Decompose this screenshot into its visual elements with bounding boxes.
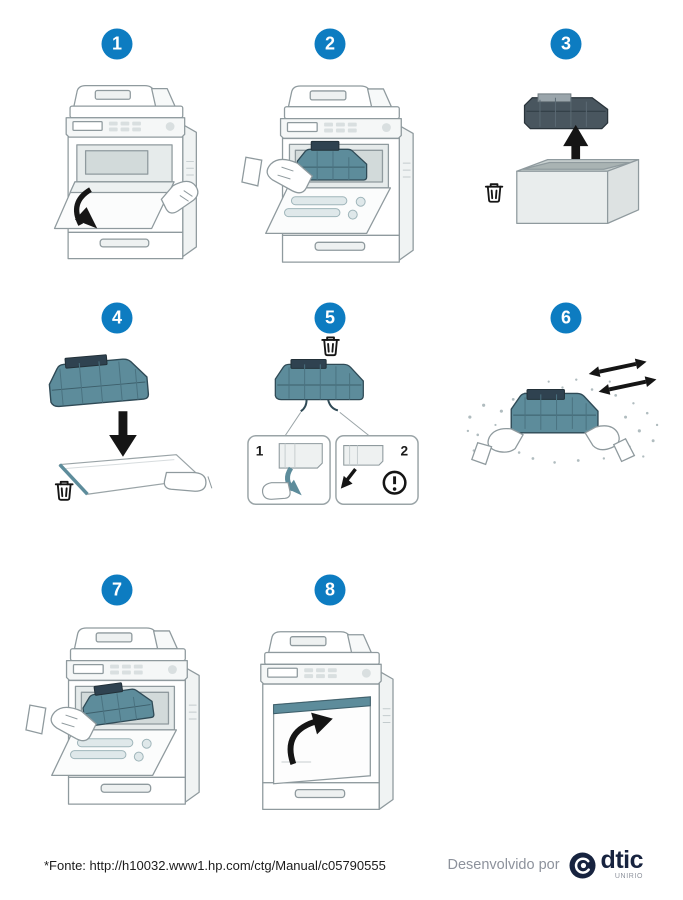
toner-cartridge: [82, 682, 155, 727]
panel-2-label: 2: [400, 443, 408, 458]
detail-panel-2: 2: [335, 435, 419, 505]
developer-credit: Desenvolvido por dtic UNIRIO: [447, 845, 644, 882]
trash-icon: [321, 336, 340, 357]
control-panel-buttons: [324, 122, 391, 133]
packaging-box: [516, 158, 640, 225]
hand: [261, 482, 291, 500]
detail-panel-1: 1: [247, 435, 331, 505]
toner-speckles: [466, 378, 659, 464]
close-direction-arrow: [287, 712, 333, 765]
step-5-illustration: 1 2: [246, 336, 420, 517]
step-7-badge: 7: [101, 574, 133, 606]
control-panel-buttons: [304, 668, 371, 679]
toner-cartridge: [296, 140, 368, 181]
source-note: *Fonte: http://h10032.www1.hp.com/ctg/Ma…: [44, 858, 386, 873]
hand: [25, 704, 98, 742]
door-rollers: [70, 738, 152, 762]
control-panel-buttons: [110, 664, 177, 675]
toner-cartridge: [274, 359, 364, 413]
step-8-badge: 8: [314, 574, 346, 606]
printer: [53, 85, 197, 260]
step-8-illustration: [230, 614, 408, 836]
step-6-badge: 6: [550, 302, 582, 334]
trash-icon: [54, 480, 74, 501]
brand-subtitle: UNIRIO: [614, 873, 643, 881]
step-1-illustration: [38, 72, 208, 281]
brand-name: dtic: [600, 845, 644, 874]
front-door: [272, 696, 371, 785]
dtic-logo: dtic UNIRIO: [569, 845, 644, 881]
hand: [163, 471, 213, 492]
dtic-logo-icon: [569, 851, 596, 879]
step-3-illustration: [482, 90, 654, 235]
panel-1-label: 1: [256, 443, 264, 458]
hand: [241, 156, 314, 194]
step-4-illustration: [26, 350, 214, 513]
step-4-badge: 4: [101, 302, 133, 334]
toner-cartridge: [510, 389, 599, 434]
seal-strip: [58, 463, 89, 496]
new-cartridge: [523, 93, 609, 130]
step-2-badge: 2: [314, 28, 346, 60]
step-2-illustration: [238, 72, 426, 285]
step-6-illustration: [460, 354, 662, 492]
control-panel-buttons: [108, 121, 175, 132]
step-3-badge: 3: [550, 28, 582, 60]
step-7-illustration: [24, 614, 212, 827]
shake-arrows: [588, 358, 657, 395]
door-rollers: [284, 196, 366, 220]
down-arrow: [109, 411, 137, 457]
step-5-badge: 5: [314, 302, 346, 334]
toner-cartridge: [48, 354, 150, 408]
developed-by-label: Desenvolvido por: [447, 857, 560, 873]
leader-lines: [284, 411, 370, 437]
step-1-badge: 1: [101, 28, 133, 60]
hand: [160, 180, 199, 214]
warning-icon: [382, 470, 407, 495]
right-hand: [584, 425, 636, 463]
open-direction-arrow: [73, 187, 98, 229]
left-hand: [471, 427, 524, 466]
trash-icon: [484, 183, 504, 203]
